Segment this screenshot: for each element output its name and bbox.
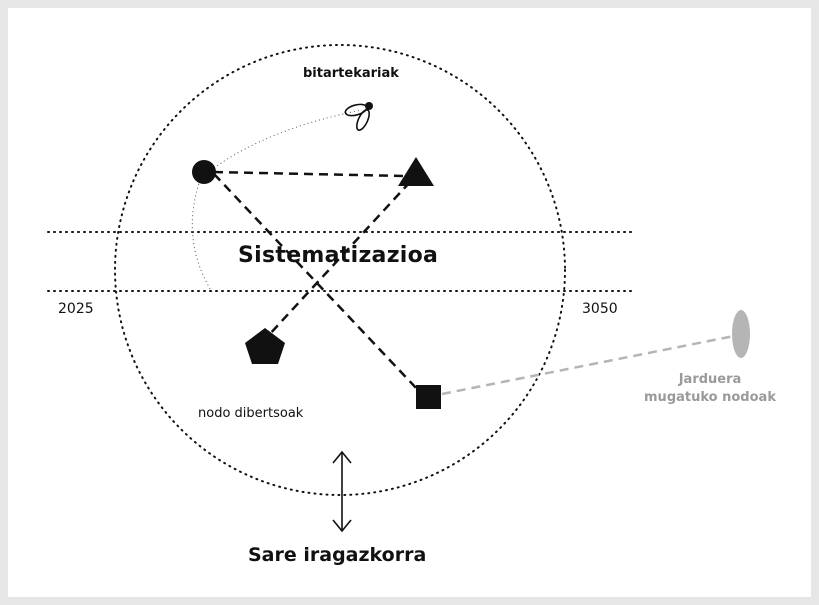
limited-activity-line2: mugatuko nodoak (644, 390, 776, 405)
edge-circle-square (213, 173, 419, 391)
edge-square-external (441, 334, 735, 396)
intermediary-arc-top (213, 109, 363, 169)
diverse-nodes-label: nodo dibertsoak (198, 406, 304, 421)
double-arrow-icon (332, 450, 352, 533)
limited-activity-line1: Jarduera (678, 372, 742, 387)
permeable-network-circle (114, 44, 566, 496)
diagram-canvas (8, 8, 811, 597)
triangle-node-icon (398, 157, 434, 186)
circle-node-icon (192, 160, 216, 184)
permeable-network-label: Sare iragazkorra (248, 544, 427, 566)
fly-icon (344, 102, 373, 131)
pentagon-node-icon (245, 328, 285, 364)
systematization-label: Sistematizazioa (238, 243, 439, 268)
right-year-label: 3050 (582, 301, 618, 317)
limited-activity-nodes-label: Jarduera mugatuko nodoak (610, 371, 810, 407)
oval-node-icon (732, 310, 750, 358)
intermediaries-label: bitartekariak (303, 66, 399, 81)
edge-circle-triangle (213, 170, 405, 178)
square-node-icon (416, 385, 441, 409)
left-year-label: 2025 (58, 301, 94, 317)
intermediary-arc-left (191, 179, 213, 293)
edge-triangle-pentagon (267, 181, 411, 337)
